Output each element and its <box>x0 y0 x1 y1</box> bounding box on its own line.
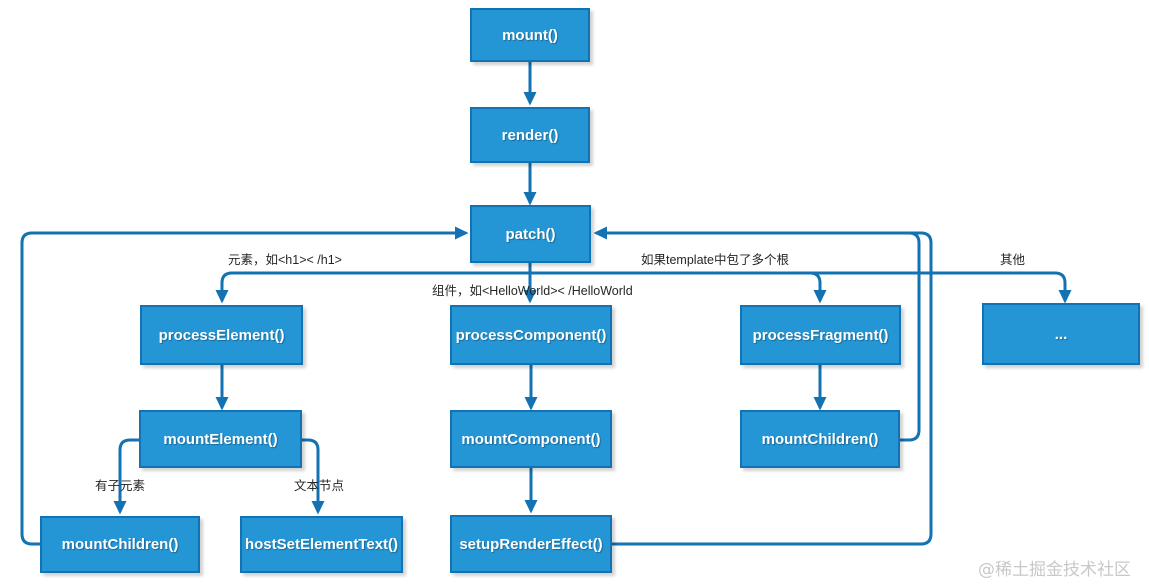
node-mount-children-right: mountChildren() <box>740 410 900 468</box>
edge-patch-other <box>530 271 1072 304</box>
node-process-element: processElement() <box>140 305 303 365</box>
node-process-component: processComponent() <box>450 305 612 365</box>
watermark: @稀土掘金技术社区 <box>978 560 1131 580</box>
node-host-set-element-text: hostSetElementText() <box>240 516 403 573</box>
edge-mount-children-left-patch-loop <box>20 226 469 546</box>
edge-label-has-children: 有子元素 <box>95 479 146 493</box>
node-mount-element: mountElement() <box>139 410 302 468</box>
edge-label-element: 元素，如<h1>< /h1> <box>228 253 342 267</box>
edge-patch-process-element <box>215 271 530 304</box>
node-render: render() <box>470 107 590 163</box>
edge-label-other: 其他 <box>1000 253 1026 267</box>
node-mount-component: mountComponent() <box>450 410 612 468</box>
node-mount-children-left: mountChildren() <box>40 516 200 573</box>
node-setup-render-effect: setupRenderEffect() <box>450 515 612 573</box>
node-process-fragment: processFragment() <box>740 305 901 365</box>
edge-mount-element-host-set-element-text <box>302 438 325 515</box>
edge-setup-render-effect-patch-loop <box>612 231 933 546</box>
node-mount: mount() <box>470 8 590 62</box>
edge-label-component: 组件，如<HelloWorld>< /HelloWorld <box>432 284 633 298</box>
edge-label-fragment: 如果template中包了多个根 <box>641 253 789 267</box>
node-patch: patch() <box>470 205 591 263</box>
node-other: ... <box>982 303 1140 365</box>
edge-mount-element-mount-children <box>113 438 139 515</box>
edge-label-text-node: 文本节点 <box>294 479 345 493</box>
